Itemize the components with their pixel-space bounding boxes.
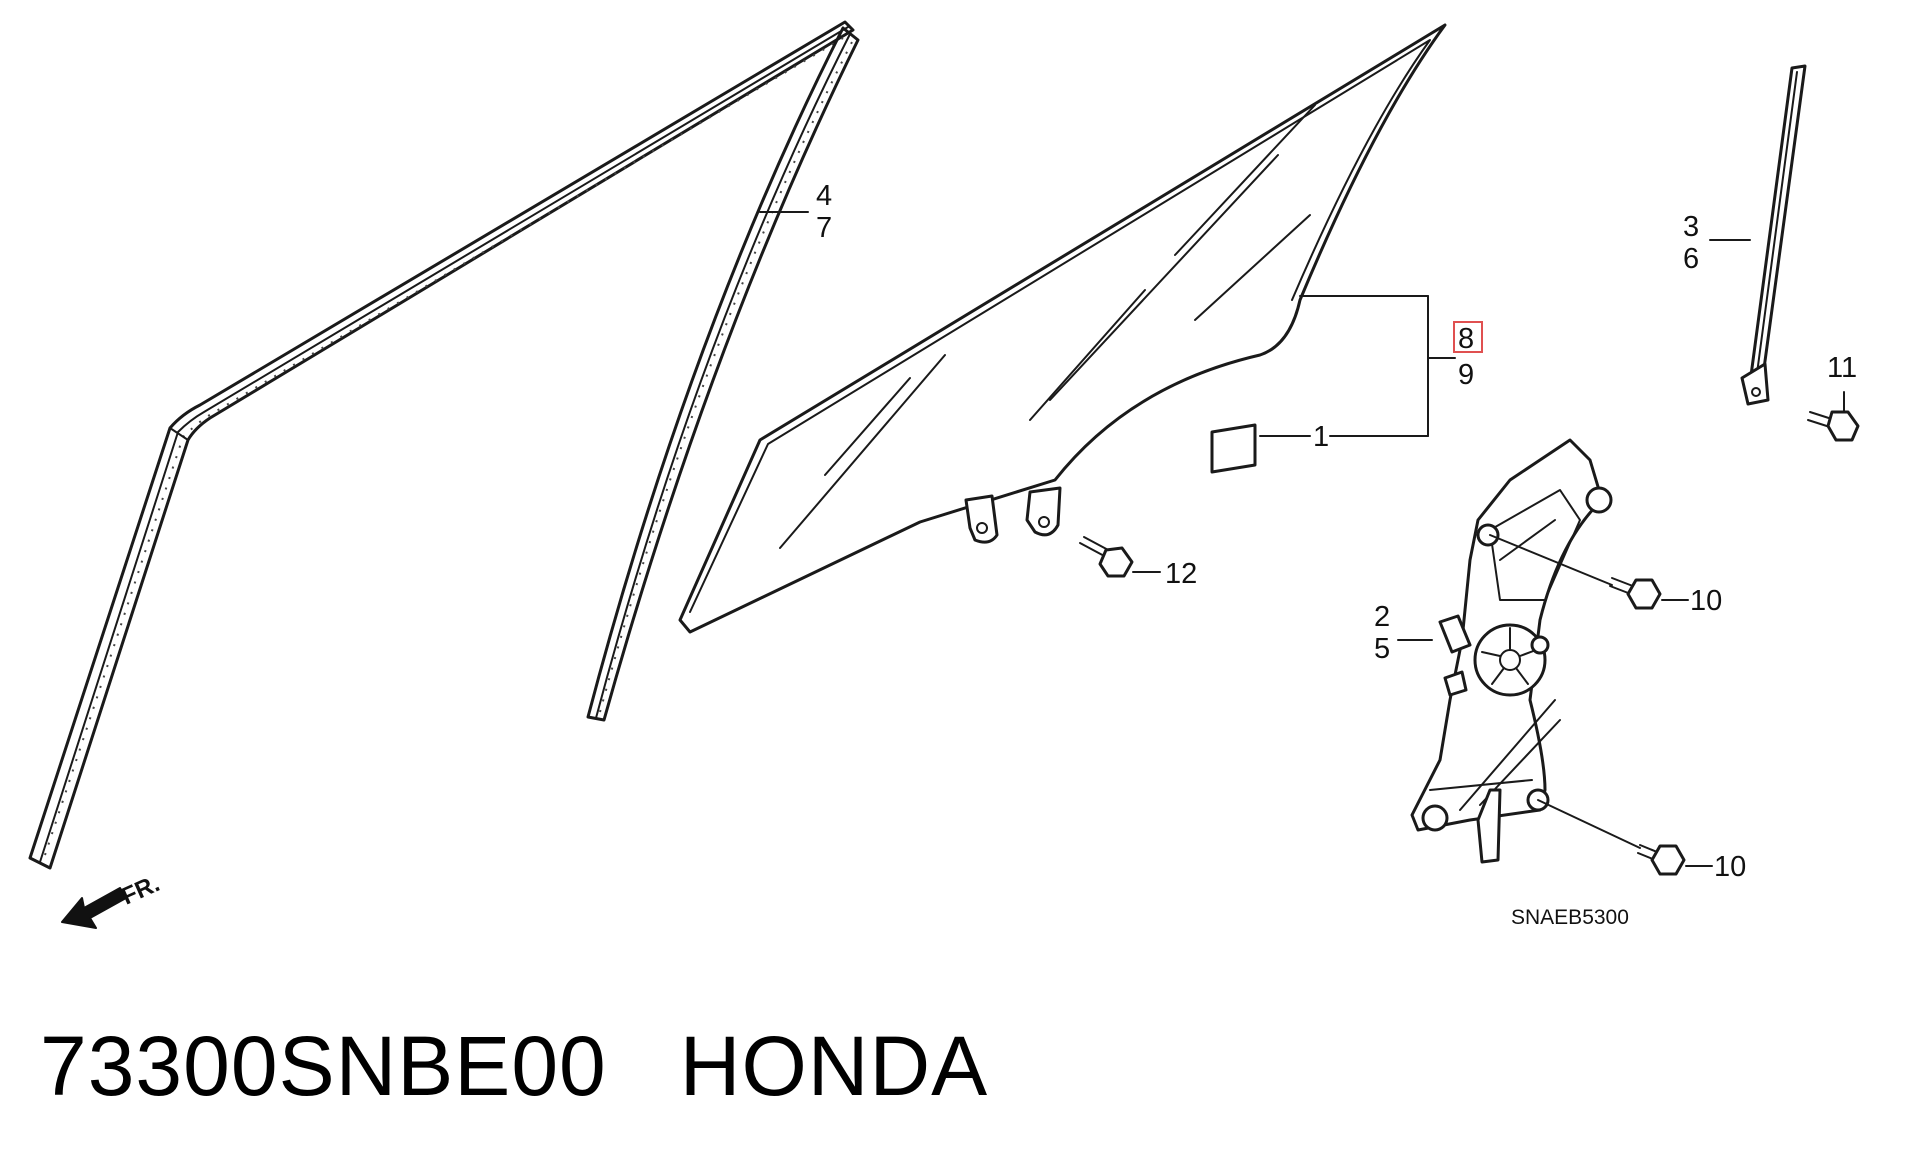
callout-12: 12 [1165,558,1197,590]
callout-6: 6 [1683,243,1699,275]
bolt-10-lower [1537,799,1713,876]
leader-lines [759,211,1751,641]
callout-10-upper: 10 [1690,585,1722,617]
callout-11: 11 [1827,352,1857,384]
callout-10-lower: 10 [1714,851,1746,883]
bolt-11 [1807,391,1860,442]
rear-sash-channel [1740,64,1807,406]
callout-7: 7 [816,212,832,244]
glass-bracket-right [1025,486,1062,537]
callout-2: 2 [1374,601,1390,633]
diagram-code: SNAEB5300 [1511,906,1629,929]
glass-bracket-left [964,494,999,544]
callout-1: 1 [1313,421,1329,453]
window-regulator [1410,438,1613,864]
callout-9: 9 [1458,359,1474,391]
callout-3: 3 [1683,211,1699,243]
front-arrow-icon: FR. [61,870,164,929]
door-glass [678,23,1447,634]
bolt-12 [1079,536,1134,578]
door-sash-channel [28,20,855,870]
glass-run-channel [586,26,860,722]
callout-8: 8 [1458,323,1474,355]
callout-4: 4 [816,180,832,212]
bolt-10-upper [1489,534,1689,610]
front-label: FR. [117,870,163,910]
glass-label-sticker [1210,423,1257,474]
highlight-box [1453,321,1483,353]
callout-5: 5 [1374,633,1390,665]
part-number-caption: 73300SNBE00 HONDA [40,1019,989,1113]
